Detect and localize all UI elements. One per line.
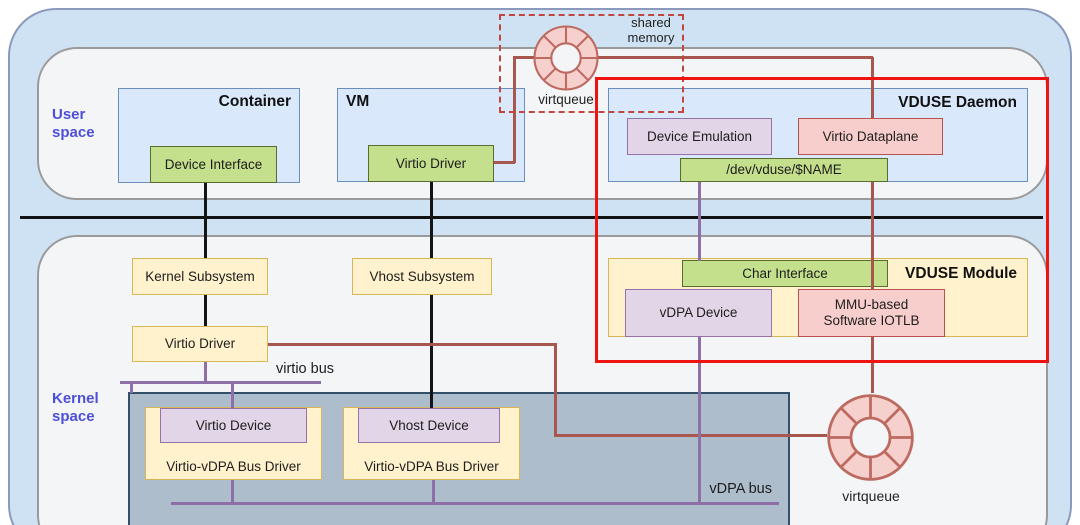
connector-vhost-subsystem-to-vhost-device — [430, 295, 433, 408]
connector-kernel-driver-to-virtqueue2-v — [554, 343, 557, 436]
connector-vdpa-device-to-vdpa-bus — [698, 337, 701, 504]
connector-virtqueue-left-stub — [513, 56, 539, 59]
user-space-label: User space — [52, 106, 95, 141]
connector-virtio-bus-to-virtio-device — [231, 381, 234, 409]
connector-device-interface-to-kernel-subsystem — [204, 183, 207, 258]
vduse-daemon-title: VDUSE Daemon — [898, 94, 1017, 111]
connector-vm-driver-to-vhost-subsystem — [430, 182, 433, 258]
char-interface-box: Char Interface — [682, 260, 888, 287]
connector-daemon-to-iotlb-v — [871, 182, 874, 290]
device-interface-box: Device Interface — [150, 146, 277, 183]
kernel-space-label: Kernel space — [52, 390, 99, 425]
virtqueue-bottom-label: virtqueue — [842, 488, 900, 504]
virtio-device-box: Virtio Device — [160, 408, 307, 443]
container-box: Container — [118, 88, 300, 183]
vdpa-bus-line — [171, 502, 779, 505]
connector-virtio-driver-to-virtqueue-h — [494, 161, 515, 164]
user-kernel-separator-line — [20, 216, 1043, 219]
vhost-device-box: Vhost Device — [358, 408, 500, 443]
dev-vduse-node-box: /dev/vduse/$NAME — [680, 158, 888, 182]
vduse-highlight-outline — [595, 77, 1049, 363]
virtio-bus-label: virtio bus — [276, 361, 335, 377]
device-emulation-box: Device Emulation — [627, 118, 772, 155]
connector-kernel-driver-to-virtqueue2-h2 — [554, 434, 827, 437]
connector-vhost-device-to-vdpa-bus — [432, 480, 435, 504]
connector-module-to-virtqueue2-v — [871, 337, 874, 393]
connector-kernel-driver-to-virtqueue2-h1 — [268, 343, 556, 346]
virtqueue-ring-top-icon — [533, 25, 599, 91]
virtio-driver-vm-box: Virtio Driver — [368, 145, 494, 182]
vhost-subsystem-box: Vhost Subsystem — [352, 258, 492, 295]
connector-virtio-driver-to-virtio-bus — [204, 362, 207, 382]
connector-virtio-driver-to-virtqueue-v — [513, 57, 516, 163]
vduse-module-title: VDUSE Module — [905, 265, 1017, 282]
vdpa-device-box: vDPA Device — [625, 289, 772, 337]
virtqueue-top-label: virtqueue — [538, 92, 594, 107]
mmu-iotlb-box: MMU-based Software IOTLB — [798, 289, 945, 337]
virtio-bus-line — [120, 381, 321, 384]
connector-virtio-device-to-vdpa-bus — [231, 480, 234, 504]
connector-devnode-to-char-interface — [698, 182, 701, 261]
kernel-subsystem-box: Kernel Subsystem — [132, 258, 268, 295]
container-title: Container — [218, 93, 291, 110]
virtio-vdpa-bus-driver-left-label: Virtio-vDPA Bus Driver — [166, 459, 301, 474]
vdpa-bus-label: vDPA bus — [709, 481, 772, 497]
virtio-dataplane-box: Virtio Dataplane — [798, 118, 943, 155]
shared-memory-dashed-outline — [499, 14, 684, 113]
shared-memory-label: shared memory — [627, 15, 675, 45]
vm-title: VM — [346, 93, 370, 110]
virtqueue-ring-bottom-icon — [827, 394, 914, 481]
connector-virtqueue-to-dataplane-v — [871, 57, 874, 118]
connector-kernel-subsystem-to-virtio-driver — [204, 295, 207, 326]
virtio-driver-kernel-box: Virtio Driver — [132, 326, 268, 362]
virtio-vdpa-bus-driver-right-label: Virtio-vDPA Bus Driver — [364, 459, 499, 474]
virtio-bus-left-stub — [130, 381, 133, 393]
connector-virtqueue-to-daemon-h — [596, 56, 873, 59]
